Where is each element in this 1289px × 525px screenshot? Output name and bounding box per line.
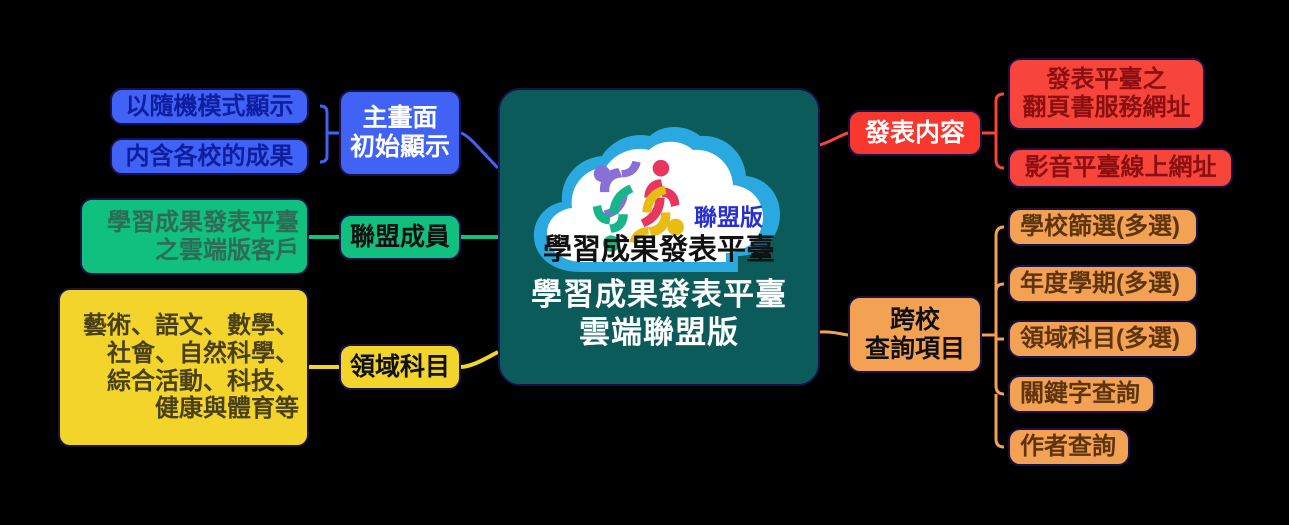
leaf-node-red-2[interactable]: 影音平臺線上網址 — [1008, 148, 1233, 188]
leaf-node-blue-1[interactable]: 以隨機模式顯示 — [110, 88, 309, 125]
leaf-node-blue-2[interactable]: 内含各校的成果 — [110, 138, 309, 175]
logo-badge-text: 聯盟版 — [694, 204, 763, 230]
platform-logo: 聯盟版 學習成果發表平臺 — [518, 108, 800, 273]
logo-caption-text: 學習成果發表平臺 — [543, 233, 775, 266]
link-center-red — [819, 131, 849, 147]
branch-node-orange[interactable]: 跨校 查詢項目 — [848, 296, 982, 373]
people-ring-icon — [592, 160, 684, 253]
link-center-yellow — [460, 350, 499, 369]
leaf-node-yellow-1[interactable]: 藝術、語文、數學、 社會、自然科學、 綜合活動、科技、 健康與體育等 — [58, 288, 309, 447]
leaf-node-orange-3[interactable]: 領域科目(多選) — [1008, 320, 1198, 358]
leaf-node-orange-1[interactable]: 學校篩選(多選) — [1008, 208, 1198, 246]
center-title: 學習成果發表平臺 雲端聯盟版 — [531, 277, 787, 350]
leaf-node-orange-4[interactable]: 關鍵字查詢 — [1008, 375, 1155, 413]
link-orange-bracket — [982, 225, 1005, 449]
leaf-node-green-1[interactable]: 學習成果發表平臺 之雲端版客戶 — [80, 198, 309, 275]
branch-node-red[interactable]: 發表内容 — [848, 110, 982, 156]
center-node[interactable]: 聯盟版 學習成果發表平臺 學習成果發表平臺 雲端聯盟版 — [498, 88, 820, 386]
branch-node-yellow[interactable]: 領域科目 — [339, 344, 461, 390]
leaf-node-orange-5[interactable]: 作者查詢 — [1008, 428, 1130, 466]
leaf-node-orange-2[interactable]: 年度學期(多選) — [1008, 265, 1198, 303]
branch-node-green[interactable]: 聯盟成員 — [339, 214, 461, 260]
leaf-node-red-1[interactable]: 發表平臺之 翻頁書服務網址 — [1008, 58, 1205, 130]
branch-node-blue[interactable]: 主畫面 初始顯示 — [339, 90, 461, 176]
link-blue-bracket — [319, 104, 339, 164]
link-center-blue — [460, 131, 500, 170]
link-center-orange — [819, 330, 849, 337]
link-red-bracket — [982, 92, 1005, 170]
